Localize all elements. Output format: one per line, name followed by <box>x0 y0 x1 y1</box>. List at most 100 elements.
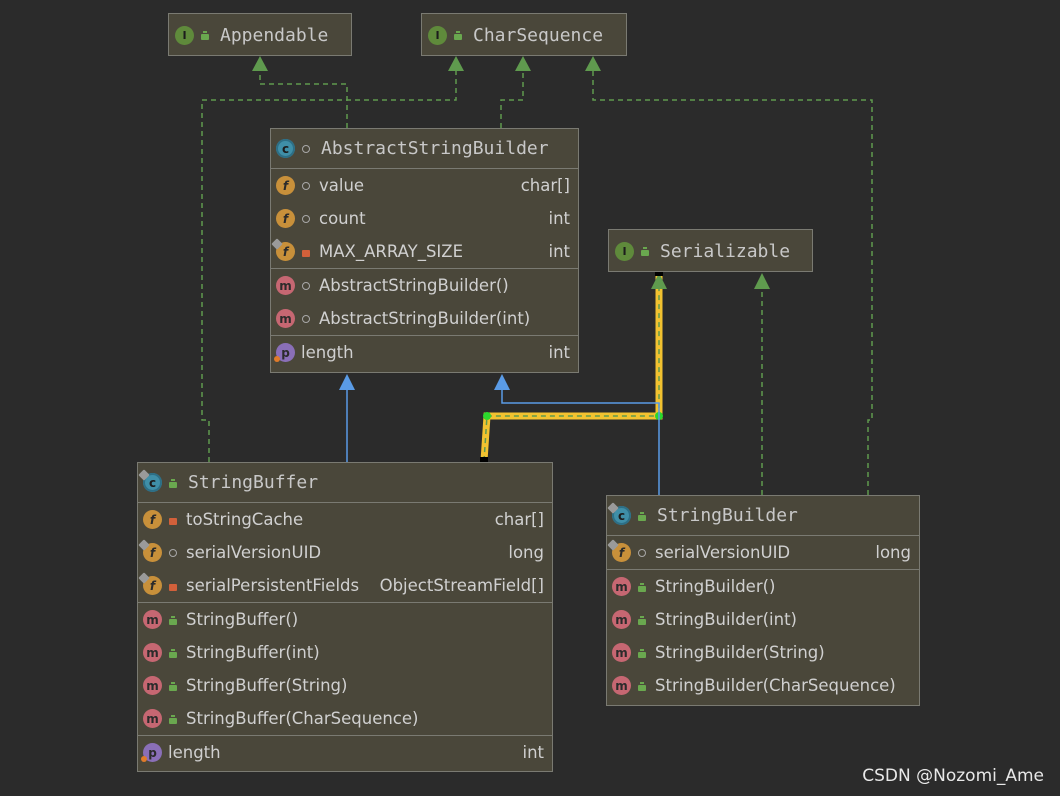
public-visibility-icon <box>635 679 649 693</box>
package-visibility-icon <box>299 212 313 226</box>
method-name: AbstractStringBuilder() <box>319 276 509 295</box>
field-type: int <box>548 242 570 261</box>
class-name: StringBuilder <box>657 505 798 526</box>
methods-section: m StringBuffer() m StringBuffer(int) m S… <box>138 603 552 736</box>
method-row[interactable]: m AbstractStringBuilder(int) <box>271 302 578 335</box>
method-icon: m <box>276 276 295 295</box>
property-name: length <box>301 343 354 362</box>
method-row[interactable]: m StringBuilder(CharSequence) <box>607 669 919 702</box>
edge-sbuilder-extends-asb[interactable] <box>501 388 660 495</box>
public-visibility-icon <box>635 580 649 594</box>
field-type: char[] <box>520 176 570 195</box>
method-name: StringBuffer(CharSequence) <box>186 709 419 728</box>
method-row[interactable]: m StringBuilder(String) <box>607 636 919 669</box>
property-icon: p <box>274 343 295 362</box>
package-visibility-icon <box>299 312 313 326</box>
fields-section: f serialVersionUID long <box>607 536 919 570</box>
field-row[interactable]: f value char[] <box>271 169 578 202</box>
arrowhead-charsequence-c <box>585 56 601 71</box>
selection-handle[interactable] <box>480 457 488 465</box>
method-icon: m <box>276 309 295 328</box>
field-type: char[] <box>494 510 544 529</box>
edge-sbuffer-implements-charsequence[interactable] <box>201 70 457 462</box>
method-name: StringBuilder(CharSequence) <box>655 676 896 695</box>
public-visibility-icon <box>451 28 465 42</box>
field-name: serialVersionUID <box>655 543 791 562</box>
edge-asb-implements-charsequence[interactable] <box>500 70 524 128</box>
public-visibility-icon <box>635 646 649 660</box>
class-name: CharSequence <box>473 24 604 46</box>
method-row[interactable]: m StringBuffer(int) <box>138 636 552 669</box>
field-name: MAX_ARRAY_SIZE <box>319 242 464 261</box>
method-row[interactable]: m StringBuffer() <box>138 603 552 636</box>
final-class-icon: c <box>143 473 162 492</box>
public-visibility-icon <box>166 476 180 490</box>
class-box-serializable[interactable]: I Serializable <box>608 229 813 272</box>
property-row[interactable]: p length int <box>138 736 552 769</box>
field-name: value <box>319 176 365 195</box>
package-visibility-icon <box>635 546 649 560</box>
method-icon: m <box>612 610 631 629</box>
class-name: AbstractStringBuilder <box>321 138 549 159</box>
property-type: int <box>522 743 544 762</box>
method-icon: m <box>612 577 631 596</box>
method-icon: m <box>143 676 162 695</box>
field-row[interactable]: f serialVersionUID long <box>138 536 552 569</box>
edge-sbuilder-implements-charsequence[interactable] <box>592 70 873 495</box>
class-box-charsequence[interactable]: I CharSequence <box>421 13 627 56</box>
selection-handle[interactable] <box>655 268 663 276</box>
class-box-stringbuffer[interactable]: c StringBuffer f toStringCache char[] f … <box>137 462 553 772</box>
method-name: StringBuffer(String) <box>186 676 348 695</box>
final-class-icon: c <box>612 506 631 525</box>
field-row[interactable]: f toStringCache char[] <box>138 503 552 536</box>
private-lock-icon <box>166 579 180 593</box>
arrowhead-serializable-a <box>651 273 667 289</box>
field-row[interactable]: f MAX_ARRAY_SIZE int <box>271 235 578 268</box>
public-visibility-icon <box>635 509 649 523</box>
field-row[interactable]: f count int <box>271 202 578 235</box>
method-row[interactable]: m StringBuilder(int) <box>607 603 919 636</box>
field-row[interactable]: f serialPersistentFields ObjectStreamFie… <box>138 569 552 602</box>
public-visibility-icon <box>198 28 212 42</box>
package-visibility-icon <box>299 142 313 156</box>
method-icon: m <box>143 709 162 728</box>
interface-icon: I <box>615 241 634 261</box>
interface-icon: I <box>175 25 194 45</box>
method-icon: m <box>143 643 162 662</box>
class-box-stringbuilder[interactable]: c StringBuilder f serialVersionUID long … <box>606 495 920 706</box>
public-visibility-icon <box>166 646 180 660</box>
method-row[interactable]: m AbstractStringBuilder() <box>271 269 578 302</box>
bend-point[interactable] <box>483 412 491 420</box>
edge-sbuffer-implements-serializable <box>483 288 660 462</box>
methods-section: m StringBuilder() m StringBuilder(int) m… <box>607 570 919 702</box>
field-row[interactable]: f serialVersionUID long <box>607 536 919 569</box>
field-icon: f <box>143 510 162 529</box>
fields-section: f value char[] f count int f MAX_ARRAY_S… <box>271 169 578 269</box>
edge-asb-implements-appendable[interactable] <box>259 70 348 128</box>
field-name: count <box>319 209 366 228</box>
class-box-abstractstringbuilder[interactable]: c AbstractStringBuilder f value char[] f… <box>270 128 579 373</box>
methods-section: m AbstractStringBuilder() m AbstractStri… <box>271 269 578 336</box>
properties-section: p length int <box>271 336 578 369</box>
property-row[interactable]: p length int <box>271 336 578 369</box>
method-row[interactable]: m StringBuffer(String) <box>138 669 552 702</box>
field-type: long <box>508 543 544 562</box>
class-box-appendable[interactable]: I Appendable <box>168 13 352 56</box>
field-type: ObjectStreamField[] <box>379 576 544 595</box>
static-final-field-icon: f <box>276 242 295 261</box>
method-name: StringBuilder(String) <box>655 643 825 662</box>
field-name: serialVersionUID <box>186 543 322 562</box>
method-name: StringBuilder(int) <box>655 610 797 629</box>
class-name: StringBuffer <box>188 472 319 493</box>
method-row[interactable]: m StringBuffer(CharSequence) <box>138 702 552 735</box>
property-type: int <box>548 343 570 362</box>
package-visibility-icon <box>299 179 313 193</box>
field-type: long <box>875 543 911 562</box>
method-name: StringBuffer(int) <box>186 643 320 662</box>
method-name: StringBuffer() <box>186 610 299 629</box>
method-row[interactable]: m StringBuilder() <box>607 570 919 603</box>
method-icon: m <box>612 643 631 662</box>
arrowhead-asb-a <box>339 374 355 390</box>
arrowhead-charsequence-b <box>448 56 464 71</box>
